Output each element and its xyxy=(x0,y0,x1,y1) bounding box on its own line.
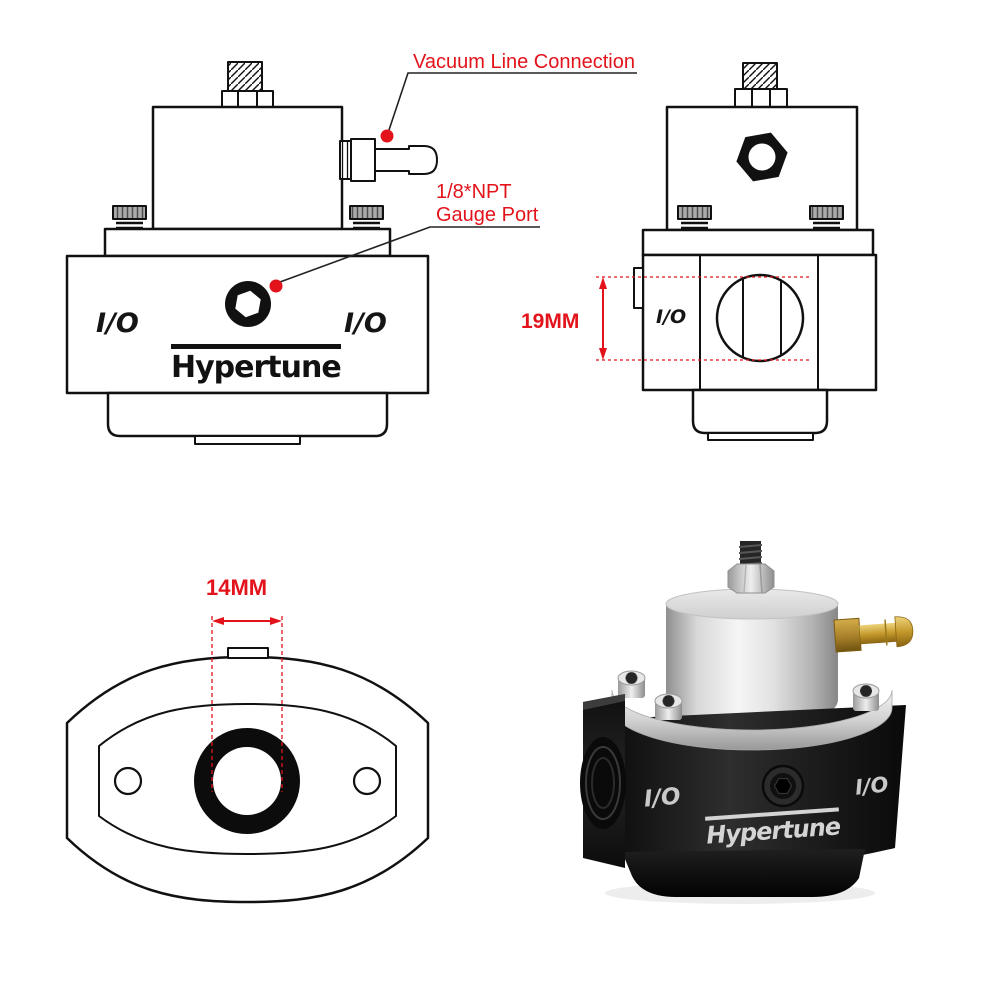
gauge-port-annotation: 1/8*NPT Gauge Port xyxy=(436,181,538,227)
side-left-mount-bolt-icon xyxy=(677,205,712,230)
bottom-center-oring-icon xyxy=(194,728,300,834)
photo-flange xyxy=(611,689,893,751)
photo-gauge-plug-hex-icon xyxy=(761,764,805,808)
annotation-leader-lines xyxy=(269,72,637,293)
side-port-circle xyxy=(715,273,805,363)
front-base-tab xyxy=(194,435,301,445)
vacuum-line-annotation: Vacuum Line Connection xyxy=(413,51,635,73)
gauge-leader-line xyxy=(279,226,540,283)
bottom-right-mount-hole xyxy=(352,766,382,796)
photo-bolt-1-icon xyxy=(617,670,646,698)
vacuum-port-marker-dot xyxy=(380,129,394,143)
side-adjuster-locknut-icon xyxy=(734,88,788,108)
bottom-top-tab xyxy=(227,647,269,659)
bottom-view-drawing xyxy=(65,647,430,904)
front-brand-logo: Hypertune xyxy=(171,344,342,385)
front-io-label-left: I/O xyxy=(96,308,139,339)
vacuum-leader-line xyxy=(388,72,637,131)
photo-adjuster-stud-icon xyxy=(727,541,775,594)
front-gauge-port-hex-icon xyxy=(225,281,271,327)
side-base-tab xyxy=(707,432,814,441)
photo-io-label-right: I/O xyxy=(853,772,890,800)
front-adjuster-stud-threads-icon xyxy=(227,61,263,92)
photo-bolt-3-icon xyxy=(852,683,880,711)
dimension-14mm-label: 14MM xyxy=(206,575,268,600)
front-vacuum-fitting-icon xyxy=(339,138,438,182)
product-photo xyxy=(580,541,914,904)
gauge-port-annotation-line1: 1/8*NPT xyxy=(436,181,512,203)
gauge-port-annotation-line2: Gauge Port xyxy=(436,204,539,226)
photo-dome-cap xyxy=(666,589,838,728)
dimension-19mm-label: 19MM xyxy=(521,310,580,333)
front-left-mount-bolt-icon xyxy=(112,205,147,230)
side-gauge-boss-tab xyxy=(633,267,644,309)
photo-bolt-2-icon xyxy=(654,693,683,720)
photo-main-body xyxy=(586,705,906,869)
front-adjuster-locknut-icon xyxy=(221,90,274,108)
bottom-left-mount-hole xyxy=(113,766,143,796)
dimension-19mm-lines xyxy=(596,276,812,361)
photo-vacuum-barb-icon xyxy=(833,616,914,653)
side-base xyxy=(691,388,829,435)
dimension-14mm-lines xyxy=(211,616,283,792)
front-view-drawing xyxy=(65,61,438,445)
side-right-mount-bolt-icon xyxy=(809,205,844,230)
side-flange xyxy=(641,228,875,257)
photo-left-port-icon xyxy=(580,694,626,868)
side-view-drawing xyxy=(633,62,878,441)
front-right-mount-bolt-icon xyxy=(349,205,384,230)
photo-io-label-left: I/O xyxy=(642,783,682,813)
side-io-label: I/O xyxy=(656,306,687,328)
front-dome-cap xyxy=(151,105,344,231)
gauge-port-marker-dot xyxy=(269,279,283,293)
front-flange xyxy=(103,227,392,258)
side-dome-hex-nut-icon xyxy=(736,132,788,182)
photo-base xyxy=(622,849,865,897)
side-adjuster-stud-threads-icon xyxy=(742,62,778,90)
front-base xyxy=(106,391,389,438)
front-io-label-right: I/O xyxy=(344,308,387,339)
